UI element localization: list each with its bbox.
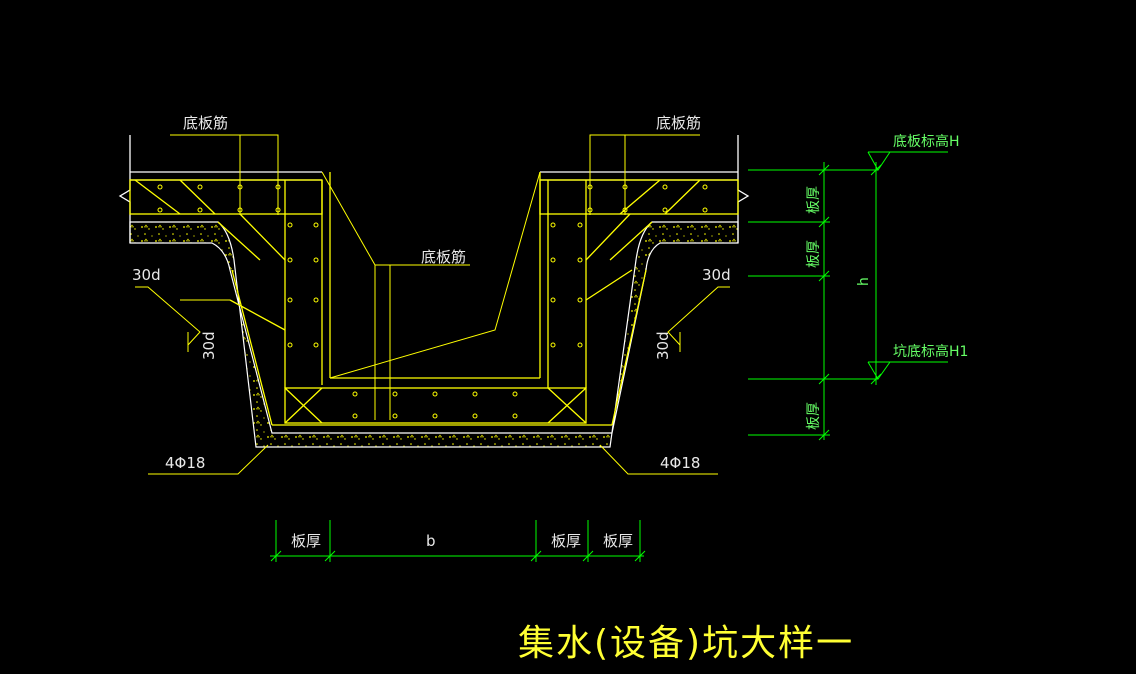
horizontal-dimensions (270, 520, 646, 562)
vertical-dim-texts: 板厚 板厚 h 板厚 底板标高H 坑底标高H1 (806, 133, 968, 430)
leader-lines (135, 134, 730, 475)
annotation-texts: 底板筋 底板筋 底板筋 30d 30d 30d 30d 4Φ18 4Φ18 (132, 114, 731, 472)
dim-slab-3: 板厚 (806, 402, 822, 430)
elevation-top-label: 底板标高H (893, 133, 960, 150)
bar-label-left: 4Φ18 (165, 454, 205, 472)
pit-structure (129, 172, 739, 426)
rebar-dots (157, 184, 708, 419)
rebar-label-top-right: 底板筋 (656, 114, 701, 132)
dim-slab-2: 板厚 (806, 240, 822, 268)
dim-left-wall: 板厚 (291, 532, 321, 550)
dim-pit-height: h (856, 277, 872, 286)
rebar-label-top-left: 底板筋 (183, 114, 228, 132)
dim-right-wall-2: 板厚 (603, 532, 633, 550)
dim-width: b (426, 532, 436, 550)
vertical-dimensions (748, 151, 948, 441)
lap-label-right-v: 30d (654, 331, 672, 360)
dim-right-wall-1: 板厚 (551, 532, 581, 550)
rebar-label-center: 底板筋 (421, 248, 466, 266)
lap-label-right-h: 30d (702, 266, 731, 284)
bar-label-right: 4Φ18 (660, 454, 700, 472)
lap-label-left-v: 30d (200, 331, 218, 360)
lap-label-left-h: 30d (132, 266, 161, 284)
horizontal-dim-texts: 板厚 b 板厚 板厚 (291, 532, 633, 550)
dim-slab-1: 板厚 (806, 186, 822, 214)
elevation-pit-bottom-label: 坑底标高H1 (893, 343, 968, 360)
drawing-title: 集水(设备)坑大样一 (518, 623, 854, 664)
